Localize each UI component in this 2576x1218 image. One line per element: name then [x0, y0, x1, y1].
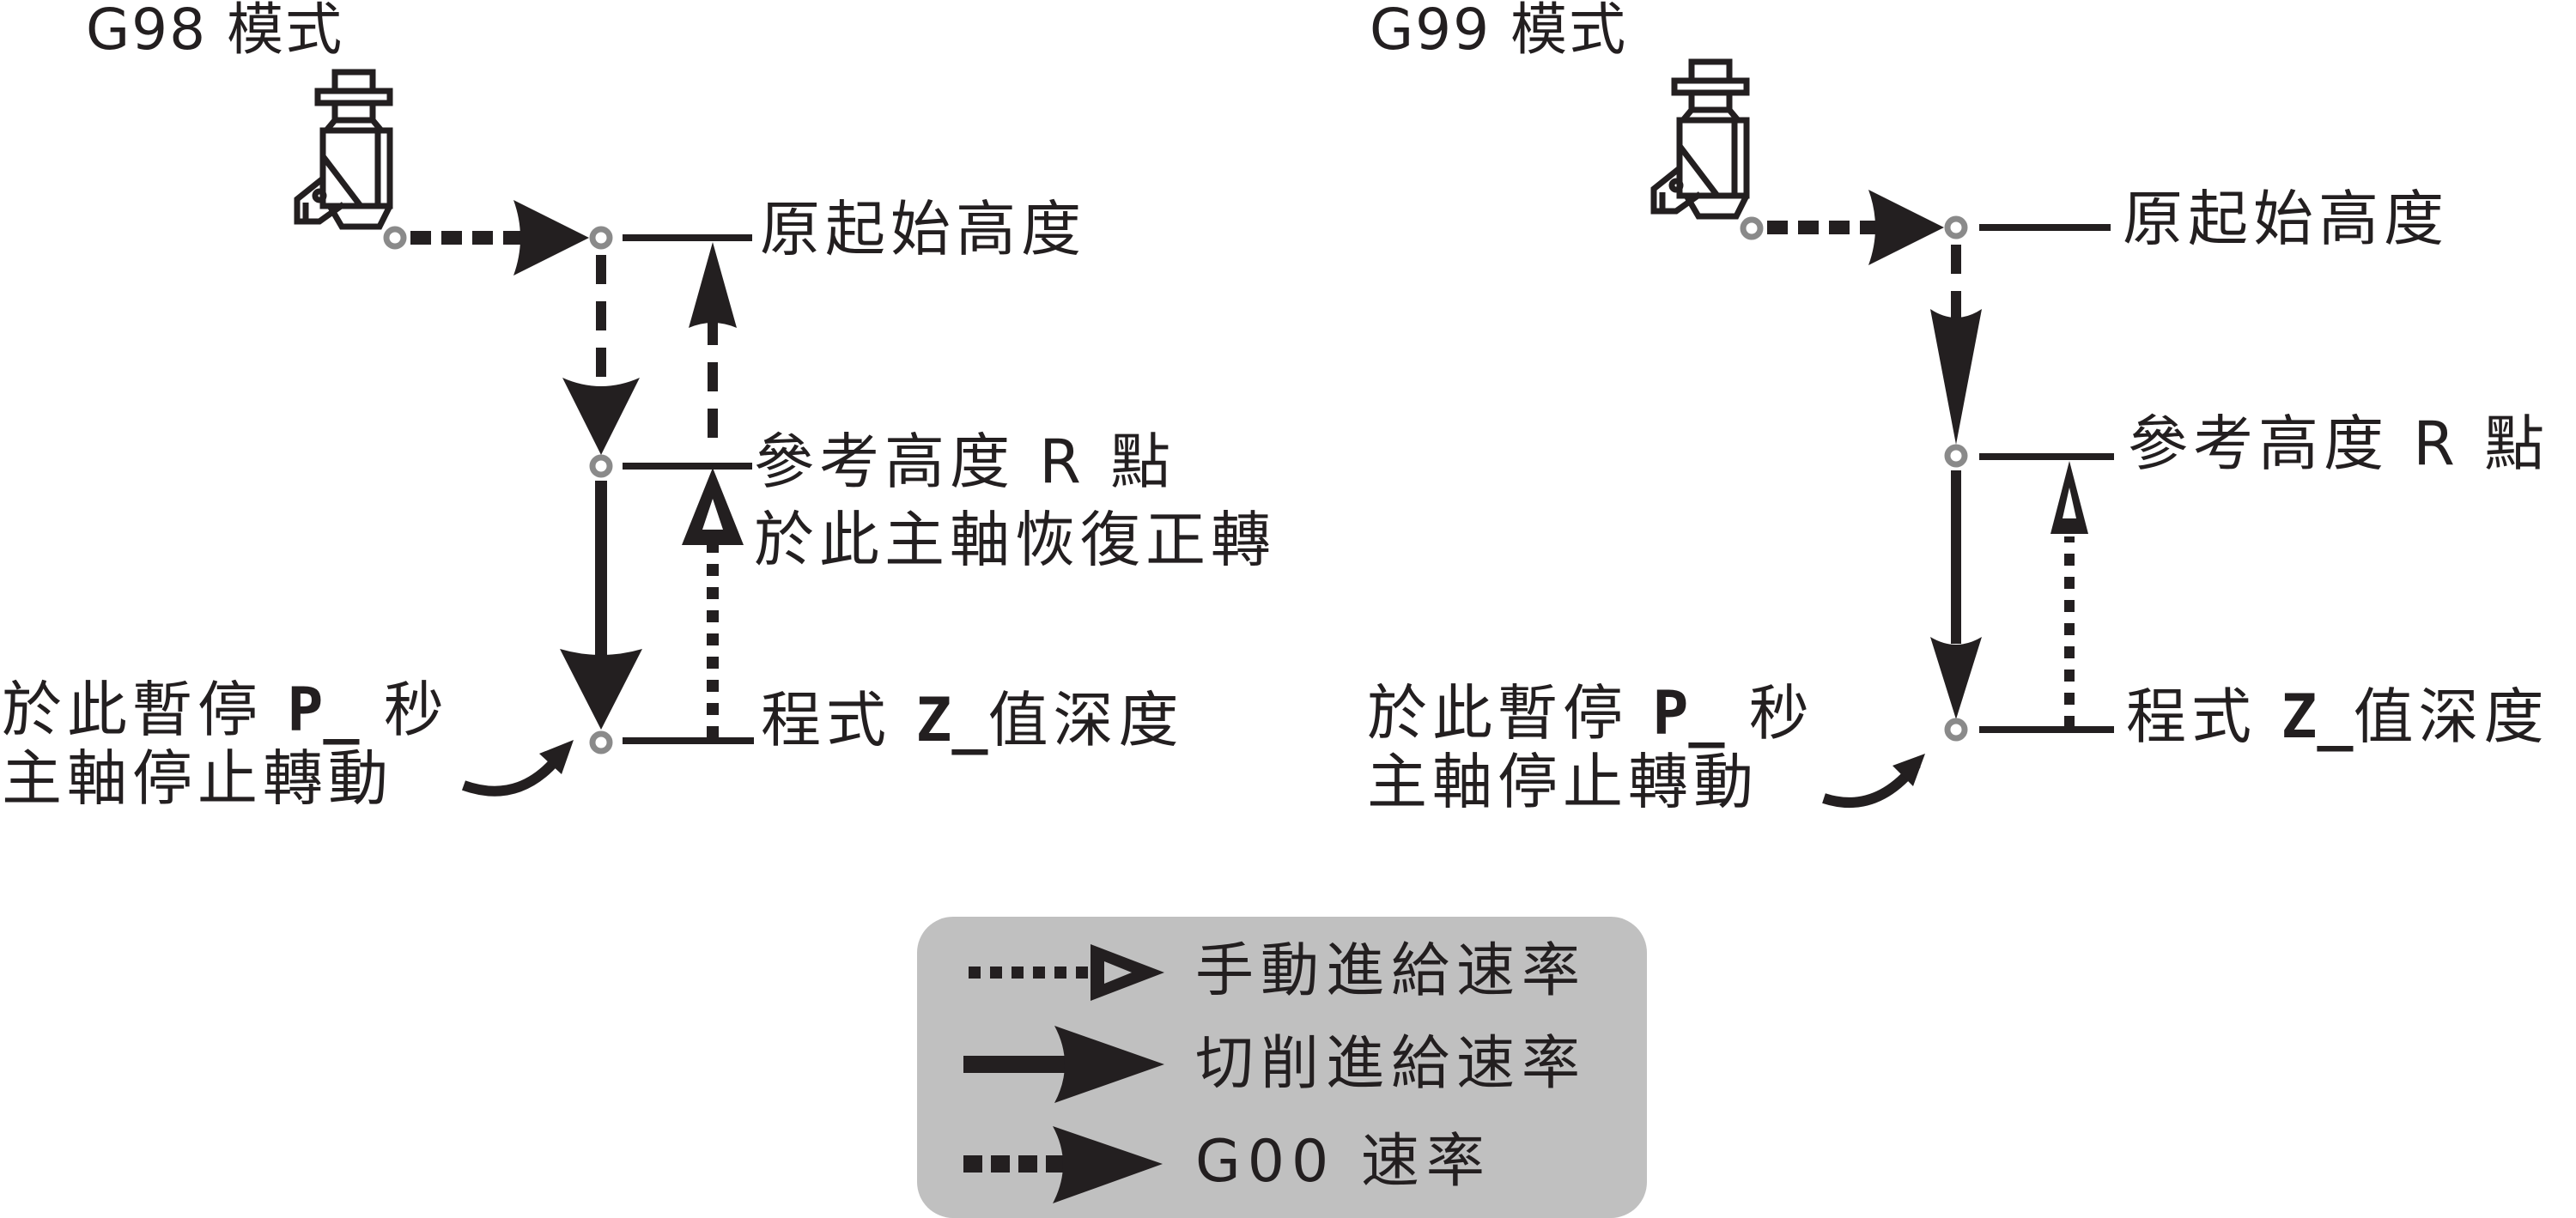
legend-symbols	[963, 944, 1164, 1203]
r-point-node	[589, 454, 613, 478]
rapid-arrowhead	[513, 200, 589, 276]
legend-rapid-label: G00 速率	[1195, 1128, 1492, 1196]
dwell-pointer-arrowhead	[539, 740, 574, 774]
z-depth-prefix: 程式	[761, 685, 891, 755]
r-point-note-label: 於此主軸恢復正轉	[754, 505, 1276, 575]
solid-arrow-icon	[1054, 1026, 1164, 1103]
g98-panel	[297, 72, 754, 797]
cutting-feed-arrowhead	[1930, 637, 1982, 719]
r-point-label: 參考高度 R 點	[754, 427, 1176, 497]
dwell-suffix: 秒	[383, 675, 449, 745]
z-depth-suffix: 值深度	[987, 685, 1184, 755]
dashed-arrow-icon	[1053, 1126, 1163, 1203]
z-depth-var: Z_	[2281, 682, 2354, 752]
g98-title: G98 模式	[86, 0, 344, 63]
r-point-node	[1944, 444, 1968, 468]
initial-height-node	[589, 226, 613, 250]
z-depth-node	[589, 730, 613, 754]
spindle-head-icon	[297, 72, 390, 227]
initial-height-label: 原起始高度	[760, 194, 1086, 264]
dwell-var: P_	[1652, 678, 1725, 748]
r-point-label: 參考高度 R 點	[2128, 409, 2550, 479]
manual-feed-open-arrowhead-inner	[2063, 488, 2076, 518]
legend-cutting-feed-label: 切削進給速率	[1195, 1030, 1588, 1098]
legend-manual-feed-label: 手動進給速率	[1195, 937, 1588, 1005]
dwell-var: P_	[287, 675, 360, 745]
z-depth-prefix: 程式	[2126, 682, 2257, 752]
z-depth-node	[1944, 718, 1968, 742]
initial-height-label: 原起始高度	[2123, 184, 2449, 254]
start-point-node	[1740, 216, 1764, 240]
dwell-label: 於此暫停 P_ 秒	[2, 680, 449, 740]
rapid-retract-arrowhead	[689, 242, 737, 328]
z-depth-label: 程式 Z_值深度	[2126, 687, 2549, 747]
spindle-head-icon	[1654, 62, 1747, 216]
manual-feed-open-arrowhead	[682, 468, 744, 545]
z-depth-label: 程式 Z_值深度	[761, 690, 1184, 750]
dotted-open-arrow-icon-inner	[1104, 961, 1132, 984]
g99-panel	[1654, 62, 2114, 808]
g99-title: G99 模式	[1370, 0, 1628, 63]
rapid-down-arrowhead	[562, 378, 640, 455]
dwell-pointer-arrowhead	[1893, 754, 1925, 786]
dwell-prefix: 於此暫停	[1367, 678, 1628, 748]
spindle-stop-label: 主軸停止轉動	[2, 743, 393, 814]
initial-height-node	[1944, 215, 1968, 239]
z-depth-suffix: 值深度	[2353, 682, 2549, 752]
dwell-prefix: 於此暫停	[2, 675, 263, 745]
start-point-node	[383, 226, 407, 250]
dwell-label: 於此暫停 P_ 秒	[1367, 683, 1814, 743]
spindle-stop-label: 主軸停止轉動	[1367, 747, 1759, 817]
rapid-arrowhead	[1868, 190, 1944, 265]
cutting-feed-arrowhead	[560, 649, 642, 730]
dwell-suffix: 秒	[1748, 678, 1814, 748]
rapid-down-arrowhead	[1930, 309, 1982, 445]
z-depth-var: Z_	[915, 685, 988, 755]
